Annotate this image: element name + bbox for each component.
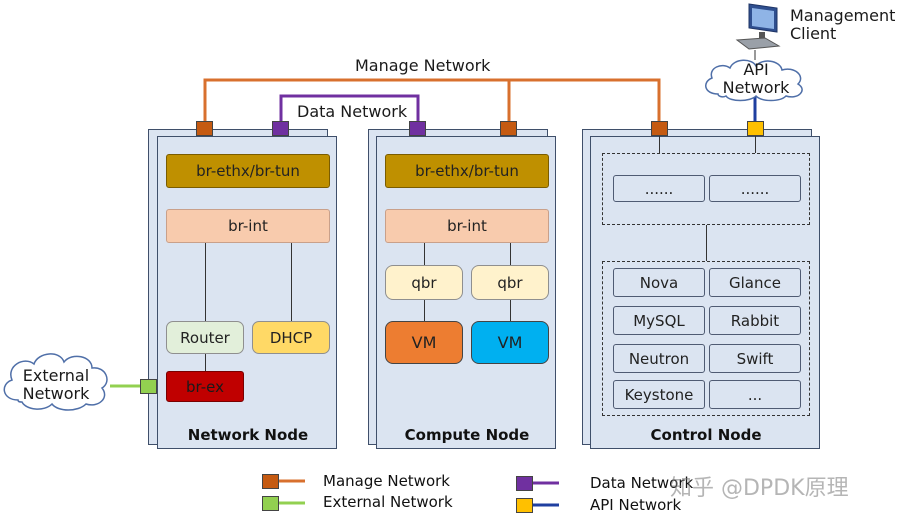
control-node-panel: ...... ...... Nova Glance MySQL Rabbit N… [590,136,820,449]
network-br-int: br-int [166,209,330,243]
external-network-line2: Network [22,384,90,403]
legend-data-swatch [516,476,533,491]
line-api-port-control [755,136,756,153]
api-network-line1: API [743,60,769,79]
api-network-cloud-label: API Network [715,61,797,97]
service-swift: Swift [709,344,801,373]
legend-external-swatch [262,496,279,511]
control-top-item-1: ...... [613,175,705,202]
network-node-manage-port [196,121,213,136]
compute-br-int: br-int [385,209,549,243]
compute-node-title: Compute Node [404,426,530,444]
legend-api-label: API Network [590,496,682,514]
network-node-title: Network Node [187,426,309,444]
line-router-brex [205,354,206,371]
service-nova: Nova [613,268,705,297]
data-network-label: Data Network [297,102,408,121]
legend-api-swatch [516,498,533,513]
service-glance: Glance [709,268,801,297]
router-box: Router [166,321,244,354]
manage-network-line [203,78,661,122]
control-node-manage-port [651,121,668,136]
control-services-group [602,261,810,416]
service-keystone: Keystone [613,380,705,409]
network-node-panel: br-ethx/br-tun br-int Router DHCP br-ex … [157,136,337,449]
legend-manage-swatch [262,474,279,489]
watermark: 知乎 @DPDK原理 [670,476,849,501]
compute-br-ethx-tun: br-ethx/br-tun [385,154,549,188]
api-network-cloud-icon [705,59,803,102]
management-client-line2: Client [790,24,837,43]
line-brint-qbr2 [510,243,511,265]
vm-box-1: VM [385,321,463,364]
management-client-line1: Management [790,6,896,25]
service-rabbit: Rabbit [709,306,801,335]
legend-manage-label: Manage Network [323,472,450,490]
compute-node-manage-port [500,121,517,136]
api-network-line2: Network [722,78,790,97]
line-brint-qbr1 [424,243,425,265]
network-node-data-port [272,121,289,136]
line-manage-port-control [659,136,660,153]
control-node-api-port [747,121,764,136]
manage-network-label: Manage Network [355,56,491,75]
line-brint-router [205,243,206,321]
computer-icon [735,3,781,50]
external-network-line1: External [22,366,90,385]
line-qbr2-vm2 [510,300,511,321]
external-network-cloud-icon [3,353,108,411]
qbr-box-2: qbr [471,265,549,300]
management-client-label: Management Client [790,7,895,43]
compute-node-data-port [409,121,426,136]
br-ex-box: br-ex [166,371,244,402]
service-mysql: MySQL [613,306,705,335]
network-node-external-port [140,379,157,394]
data-network-line [279,94,420,122]
line-brint-dhcp [291,243,292,321]
legend-external-label: External Network [323,493,453,511]
compute-node-panel: br-ethx/br-tun br-int qbr qbr VM VM Comp… [376,136,556,449]
service-neutron: Neutron [613,344,705,373]
line-control-groups [706,225,707,261]
qbr-box-1: qbr [385,265,463,300]
control-top-group [602,153,810,225]
external-network-cloud-label: External Network [14,367,98,403]
network-br-ethx-tun: br-ethx/br-tun [166,154,330,188]
dhcp-box: DHCP [252,321,330,354]
legend-data-label: Data Network [590,474,694,492]
vm-box-2: VM [471,321,549,364]
control-top-item-2: ...... [709,175,801,202]
control-node-title: Control Node [650,426,762,444]
service-more: ... [709,380,801,409]
line-qbr1-vm1 [424,300,425,321]
